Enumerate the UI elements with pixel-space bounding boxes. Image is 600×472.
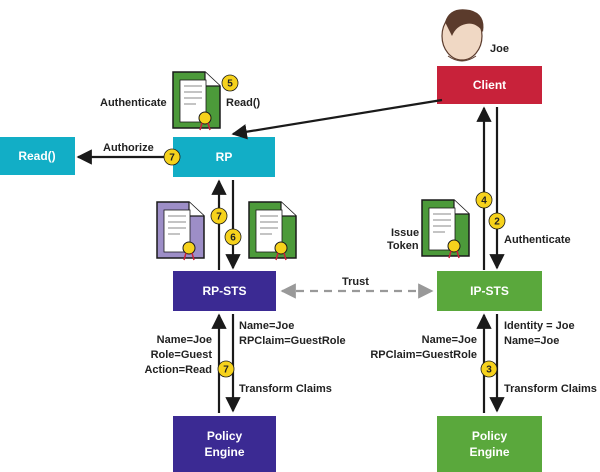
step-badge-7-authorize: 7 [163,148,181,166]
step-6-text: 7 [223,365,229,376]
policy-engine-left-line1: Policy [207,429,243,443]
rp-sts-label: RP-STS [202,284,246,298]
rp-token-document-icon [156,201,205,261]
step-badge-4: 5 [221,74,239,92]
transform-claims-left: Transform Claims [239,383,332,395]
rp-claim-line-2: RPClaim=GuestRole [239,335,346,347]
step-7a-text: 7 [169,153,175,164]
left-claim-line-2: Role=Guest [151,349,213,361]
rp-claim-line-1: Name=Joe [239,320,294,332]
step-7b-text: 7 [216,212,222,223]
policy-engine-right-box [437,416,542,472]
left-claim-line-3: Action=Read [144,364,212,376]
authenticate-right-label: Authenticate [504,234,571,246]
step-badge-2: 3 [480,360,498,378]
ip-claim-right-line-1: Identity = Joe [504,320,575,332]
policy-engine-left-line2: Engine [204,445,244,459]
user-label: Joe [490,43,509,55]
step-1-text: 2 [494,217,500,228]
ip-claim-right-line-2: Name=Joe [504,335,559,347]
rp-box [173,137,275,177]
step-2-text: 3 [486,365,492,376]
ip-sts-box [437,271,542,311]
rp-sts-box [173,271,276,311]
ip-sts-label: IP-STS [470,284,509,298]
ip-claim-left-line-2: RPClaim=GuestRole [370,349,477,361]
read-box-label: Read() [18,149,55,163]
step-badge-3: 4 [475,191,493,209]
step-3-text: 4 [481,196,487,207]
step-badge-7: 7 [210,207,228,225]
transform-claims-right: Transform Claims [504,383,597,395]
issue-label: Issue [391,227,419,239]
authenticate-label: Authenticate [100,97,167,109]
read-call-label: Read() [226,97,261,109]
ip-claim-left-line-1: Name=Joe [422,334,477,346]
read-box [0,137,75,175]
left-claim-line-1: Name=Joe [157,334,212,346]
ip-token-document-icon [248,201,297,261]
step-5-text: 6 [230,233,236,244]
step-badge-1: 2 [488,212,506,230]
token-label: Token [387,240,419,252]
authorize-label: Authorize [103,142,154,154]
arrow-client-to-rp [231,98,443,140]
user-head-icon [441,9,484,62]
rp-label: RP [216,150,233,164]
step-4-text: 5 [227,79,233,90]
client-box [437,66,542,104]
step-badge-5: 6 [224,228,242,246]
policy-engine-right-line1: Policy [472,429,508,443]
policy-engine-right-line2: Engine [469,445,509,459]
step-badge-6: 7 [217,360,235,378]
token-document-icon [172,71,221,131]
client-label: Client [473,78,506,92]
issued-token-document-icon [421,199,470,259]
trust-label: Trust [342,276,369,288]
policy-engine-left-box [173,416,276,472]
